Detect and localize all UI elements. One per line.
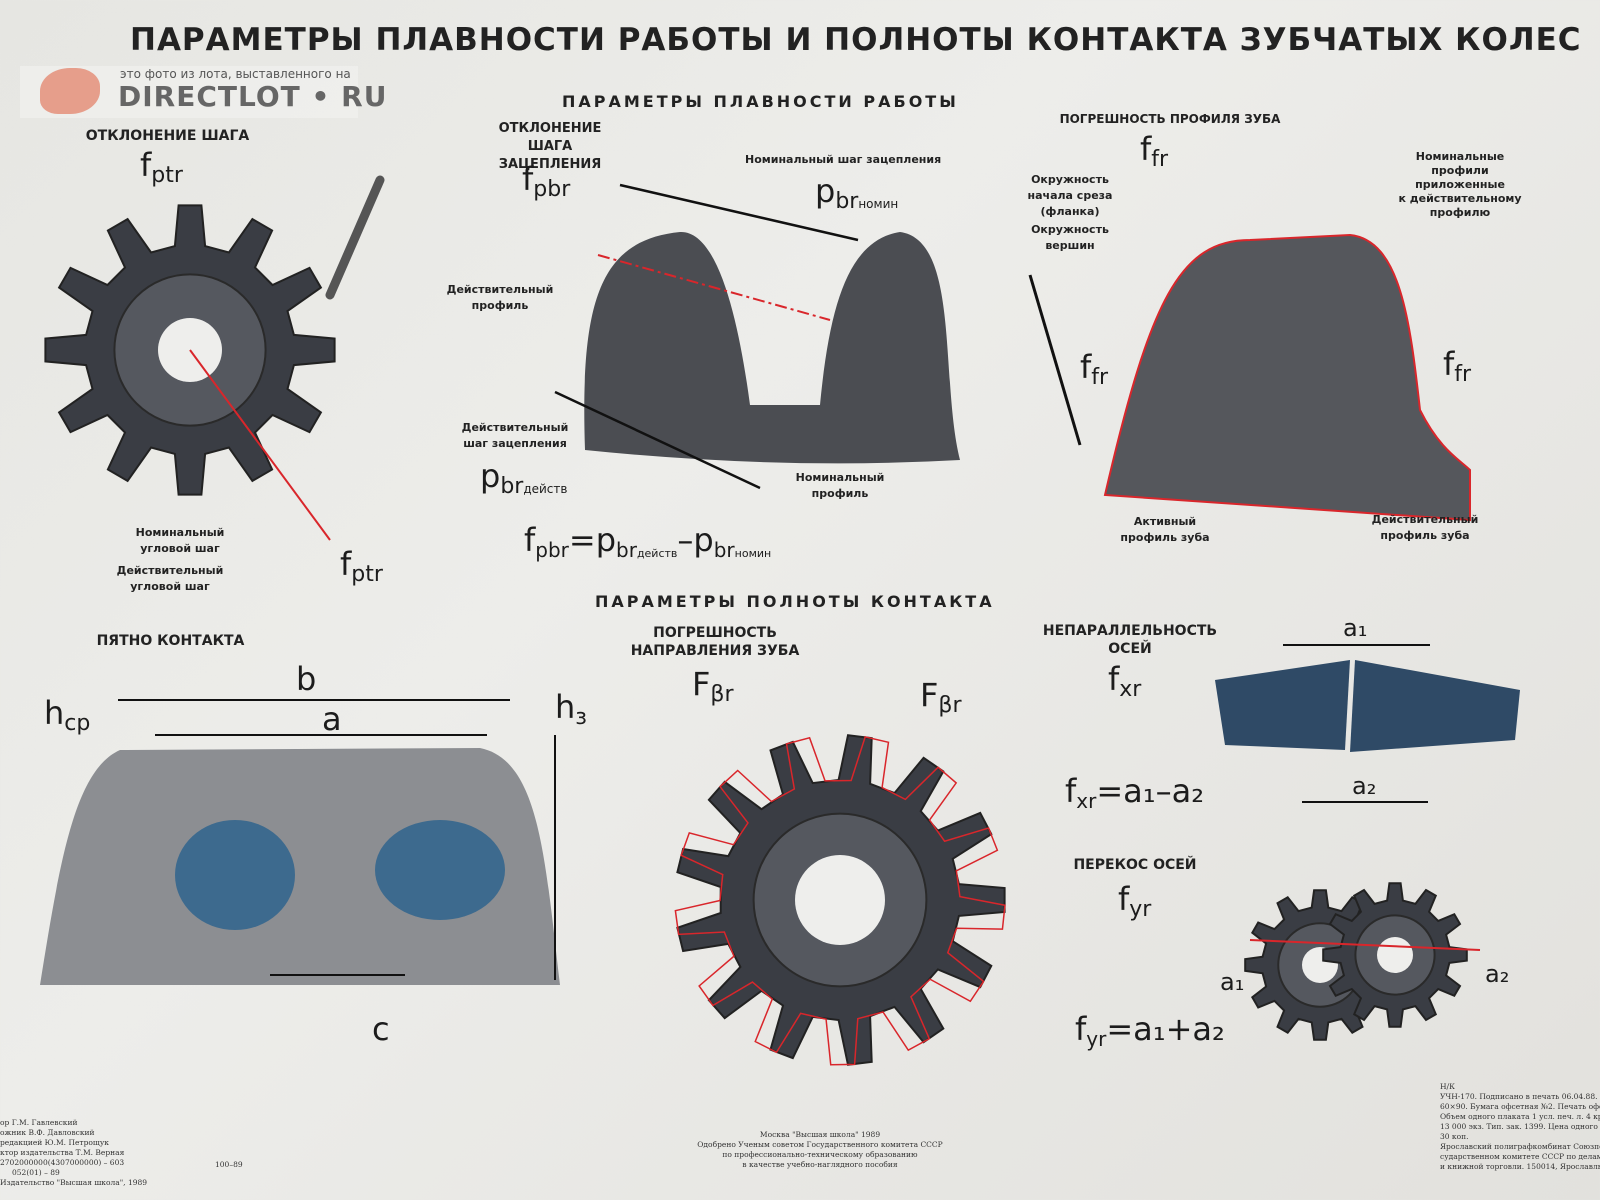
gear-skew-right-bore: [1377, 937, 1413, 973]
contact-patch-left: [175, 820, 295, 930]
dim-a2-skew: a₂: [1485, 960, 1510, 988]
heading-contact-patch: ПЯТНО КОНТАКТА: [96, 633, 245, 649]
symbol-fptr: fptr: [140, 146, 183, 188]
tooth-profile-drawing: [1103, 233, 1471, 522]
line-of-action: [597, 254, 831, 321]
symbol-fyr: fyr: [1118, 880, 1152, 922]
section-contact: ПАРАМЕТРЫ ПОЛНОТЫ КОНТАКТА: [595, 592, 995, 611]
gear-blank-left: [1215, 660, 1350, 750]
symbol-ffr-left: ffr: [1080, 348, 1109, 390]
tooth-contact-drawing: [40, 748, 560, 985]
tooth-space-drawing: [584, 231, 960, 464]
label-nominal-base-pitch: Номинальный шаг зацепления: [745, 153, 942, 166]
heading-pitch-deviation: ОТКЛОНЕНИЕ ШАГА: [85, 128, 250, 144]
symbol-fpbr: fpbr: [522, 160, 571, 202]
symbol-pbr-nominal: pbrномин: [815, 172, 899, 214]
symbol-fxr: fxr: [1108, 660, 1142, 702]
imprint-left-code: 100–89: [215, 1160, 243, 1169]
dim-h-cp: hср: [44, 694, 91, 736]
symbol-Fbr: Fβr: [692, 665, 734, 707]
symbol-Fbr-dim: Fβr: [920, 676, 962, 718]
formula-fpbr: fpbr=pbrдейств–pbrномин: [524, 521, 772, 562]
dim-b: b: [296, 660, 317, 698]
squirrel-logo-icon: [40, 68, 100, 114]
formula-fxr: fxr=a₁–a₂: [1065, 772, 1205, 813]
dim-a: a: [322, 700, 342, 738]
skew-axis-line: [1249, 939, 1481, 951]
gear-blank-right: [1350, 660, 1520, 752]
arrow-pbr-actual: [554, 390, 761, 490]
dim-a1-skew: a₁: [1220, 968, 1245, 996]
watermark-caption: это фото из лота, выставленного на: [120, 67, 351, 81]
heading-profile-error: ПОГРЕШНОСТЬ ПРОФИЛЯ ЗУБА: [1059, 112, 1281, 126]
section-smoothness: ПАРАМЕТРЫ ПЛАВНОСТИ РАБОТЫ: [562, 92, 959, 111]
symbol-fptr-dim: fptr: [340, 545, 383, 587]
dim-h-z: hз: [555, 688, 587, 730]
arrow-pbr-nominal: [619, 183, 859, 242]
gear-helix-error-bore: [795, 855, 885, 945]
contact-patch-right: [375, 820, 505, 920]
dim-a2-parallel: a₂: [1352, 772, 1377, 800]
formula-fyr: fyr=a₁+a₂: [1075, 1010, 1225, 1051]
dim-c: c: [372, 1010, 390, 1048]
symbol-ffr-right: ffr: [1443, 345, 1472, 387]
arrow-active-profile: [1028, 274, 1082, 446]
poster-title: ПАРАМЕТРЫ ПЛАВНОСТИ РАБОТЫ И ПОЛНОТЫ КОН…: [130, 22, 1582, 58]
symbol-pbr-actual: pbrдейств: [480, 457, 568, 499]
dim-a1-parallel: a₁: [1343, 614, 1368, 642]
lever-handle: [325, 175, 385, 300]
gear-helix-error-red-outline: [674, 736, 1006, 1066]
pitch-red-line: [189, 349, 331, 541]
symbol-ffr: ffr: [1140, 130, 1169, 172]
heading-axis-skew: ПЕРЕКОС ОСЕЙ: [1073, 857, 1197, 873]
watermark-logo-text: DIRECTLOT • RU: [118, 80, 388, 113]
